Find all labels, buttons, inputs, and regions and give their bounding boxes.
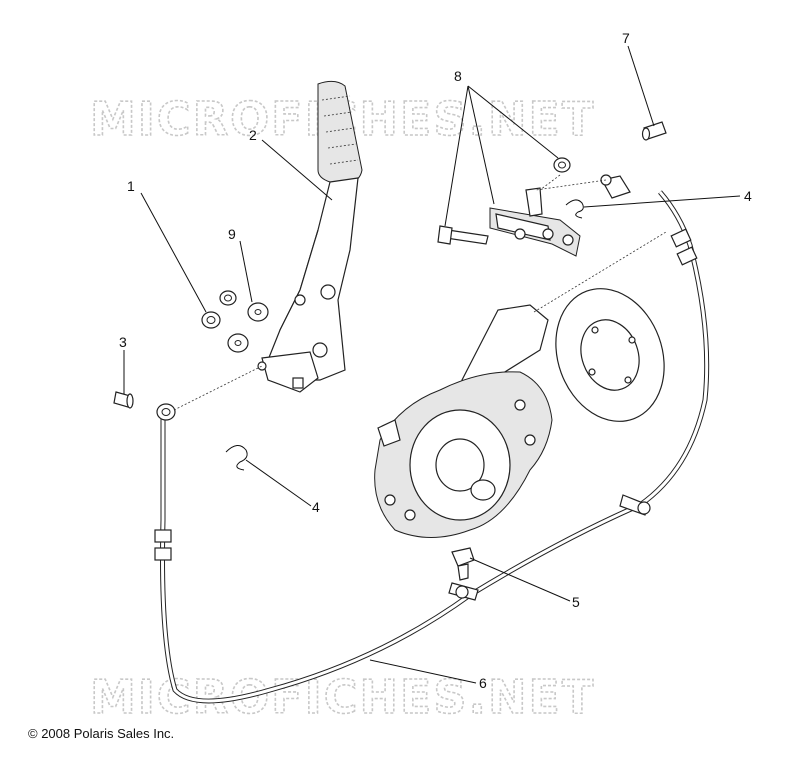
washer-part-9 xyxy=(227,302,269,353)
brake-disc xyxy=(555,288,665,422)
caliper-part-8 xyxy=(437,157,581,257)
callout-4-lower: 4 xyxy=(312,499,320,515)
brake-lever xyxy=(257,80,363,393)
callout-3: 3 xyxy=(119,334,127,350)
watermark-bottom: MICROFICHES.NET xyxy=(90,670,595,724)
bolt-part-5 xyxy=(451,547,475,581)
callout-2: 2 xyxy=(249,127,257,143)
assembly-line-caliper xyxy=(533,231,667,313)
brake-cable xyxy=(154,174,710,704)
nut-part-1 xyxy=(201,311,221,329)
callout-8: 8 xyxy=(454,68,462,84)
assembly-line-nut xyxy=(539,174,561,191)
clip-part-4-lower xyxy=(225,445,248,471)
assembly-line-clevis xyxy=(173,365,263,411)
callout-4-upper: 4 xyxy=(744,188,752,204)
gearcase xyxy=(374,304,553,538)
callout-7: 7 xyxy=(622,30,630,46)
callout-9: 9 xyxy=(228,226,236,242)
pin-part-7 xyxy=(641,121,667,141)
callout-1: 1 xyxy=(127,178,135,194)
nut-part-9 xyxy=(219,290,237,306)
callout-5: 5 xyxy=(572,594,580,610)
clip-part-4-upper xyxy=(565,199,584,219)
copyright-notice: © 2008 Polaris Sales Inc. xyxy=(28,726,175,741)
leader-lines xyxy=(123,45,741,684)
callout-6: 6 xyxy=(479,675,487,691)
pin-part-3 xyxy=(113,391,134,409)
